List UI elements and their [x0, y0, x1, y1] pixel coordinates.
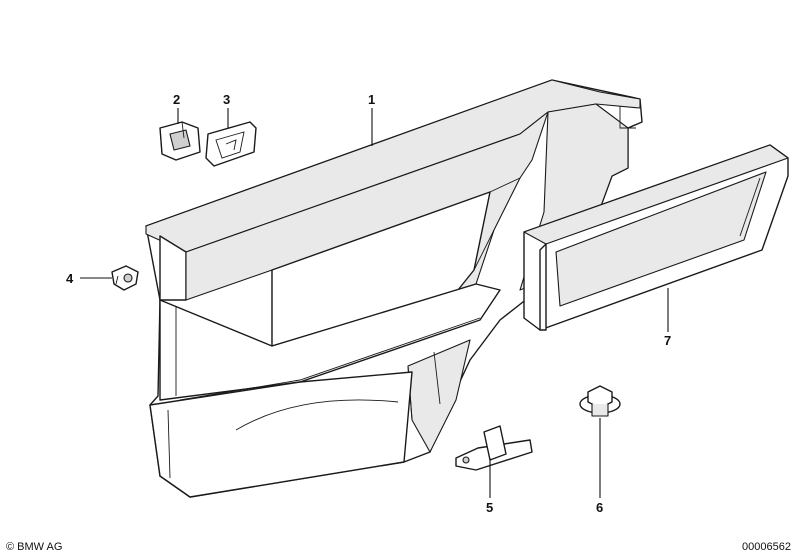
callout-6: 6 — [596, 500, 603, 515]
screw-with-washer[interactable] — [579, 385, 621, 417]
callout-3: 3 — [223, 92, 230, 107]
mounting-bracket[interactable] — [205, 121, 257, 167]
retaining-clip[interactable] — [159, 121, 201, 161]
side-trim-panel[interactable] — [145, 79, 643, 498]
callout-5: 5 — [486, 500, 493, 515]
bracket-clip[interactable] — [455, 425, 533, 471]
document-number: 00006562 — [742, 541, 791, 553]
callout-1: 1 — [368, 92, 375, 107]
cover-frame[interactable] — [523, 144, 789, 331]
callout-7: 7 — [664, 333, 671, 348]
callout-4: 4 — [66, 271, 74, 286]
callout-2: 2 — [173, 92, 180, 107]
expanding-rivet[interactable] — [111, 265, 139, 291]
copyright-label: © BMW AG — [6, 541, 63, 553]
leader-lines — [80, 108, 669, 498]
